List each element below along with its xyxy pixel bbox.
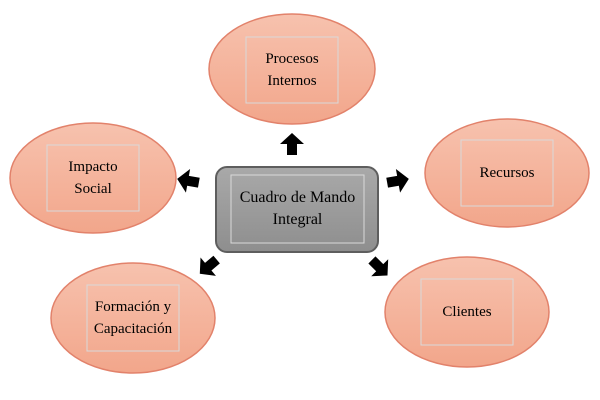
arrow-down-right-icon — [368, 256, 389, 277]
node-label-line: Impacto — [68, 159, 118, 175]
node-label-line: Social — [74, 181, 112, 197]
node-recursos — [424, 118, 590, 228]
arrow-up-icon — [280, 133, 304, 155]
center-node-label: Cuadro de Mando Integral — [231, 175, 364, 243]
node-label-line: Recursos — [479, 165, 535, 181]
node-label-line: Clientes — [442, 304, 492, 320]
arrow-right-icon — [386, 169, 409, 193]
arrow-down-left-icon — [199, 255, 220, 276]
arrow-left-icon — [177, 169, 200, 193]
node-label-recursos: Recursos — [461, 140, 553, 206]
node-label-clientes: Clientes — [421, 279, 513, 345]
node-label-formacion-capacitacion: Formación y Capacitación — [80, 285, 186, 351]
node-clientes — [384, 256, 550, 368]
center-label-line: Integral — [272, 211, 323, 228]
node-label-line: Formación y — [94, 299, 172, 315]
center-node — [215, 166, 379, 253]
center-label-line: Cuadro de Mando — [239, 189, 356, 206]
node-label-line: Procesos — [265, 51, 319, 67]
node-label-line: Internos — [267, 73, 317, 89]
node-procesos-internos — [208, 13, 376, 125]
node-label-line: Capacitación — [93, 321, 173, 337]
node-label-procesos-internos: Procesos Internos — [246, 37, 338, 103]
node-formacion-capacitacion — [50, 262, 216, 374]
node-impacto-social — [9, 122, 177, 234]
node-label-impacto-social: Impacto Social — [47, 145, 139, 211]
